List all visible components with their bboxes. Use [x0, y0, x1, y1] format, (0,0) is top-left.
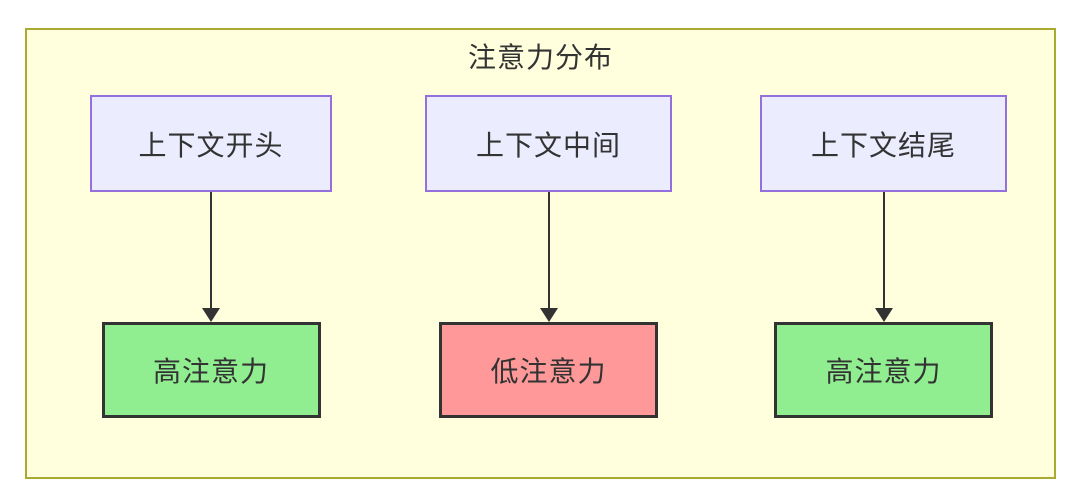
flow-column-context-end: 上下文结尾 高注意力 [760, 95, 1007, 418]
arrow-line [210, 192, 212, 308]
flow-column-context-middle: 上下文中间 低注意力 [425, 95, 672, 418]
arrow-head [539, 308, 558, 322]
arrow-head [874, 308, 893, 322]
node-high-attention-left-label: 高注意力 [152, 356, 269, 387]
flow-column-context-start: 上下文开头 高注意力 [90, 95, 332, 418]
node-high-attention-right: 高注意力 [774, 322, 993, 418]
node-high-attention-right-label: 高注意力 [825, 356, 942, 387]
arrow-down-icon [874, 192, 893, 322]
node-context-end-label: 上下文结尾 [810, 129, 956, 161]
node-context-start-label: 上下文开头 [138, 129, 284, 161]
node-low-attention-center: 低注意力 [439, 322, 658, 418]
node-context-end: 上下文结尾 [760, 95, 1007, 192]
node-context-start: 上下文开头 [90, 95, 332, 192]
node-high-attention-left: 高注意力 [101, 322, 321, 418]
diagram-title: 注意力分布 [467, 42, 613, 73]
attention-distribution-cluster: 注意力分布 上下文开头 高注意力 上下文中间 低注意力 [25, 28, 1056, 479]
node-low-attention-center-label: 低注意力 [490, 356, 607, 387]
arrow-line [547, 192, 550, 308]
arrow-line [882, 192, 885, 308]
node-context-middle: 上下文中间 [425, 95, 672, 192]
arrow-head [202, 308, 220, 322]
arrow-down-icon [539, 192, 558, 322]
arrow-down-icon [202, 192, 220, 322]
node-context-middle-label: 上下文中间 [475, 129, 621, 161]
